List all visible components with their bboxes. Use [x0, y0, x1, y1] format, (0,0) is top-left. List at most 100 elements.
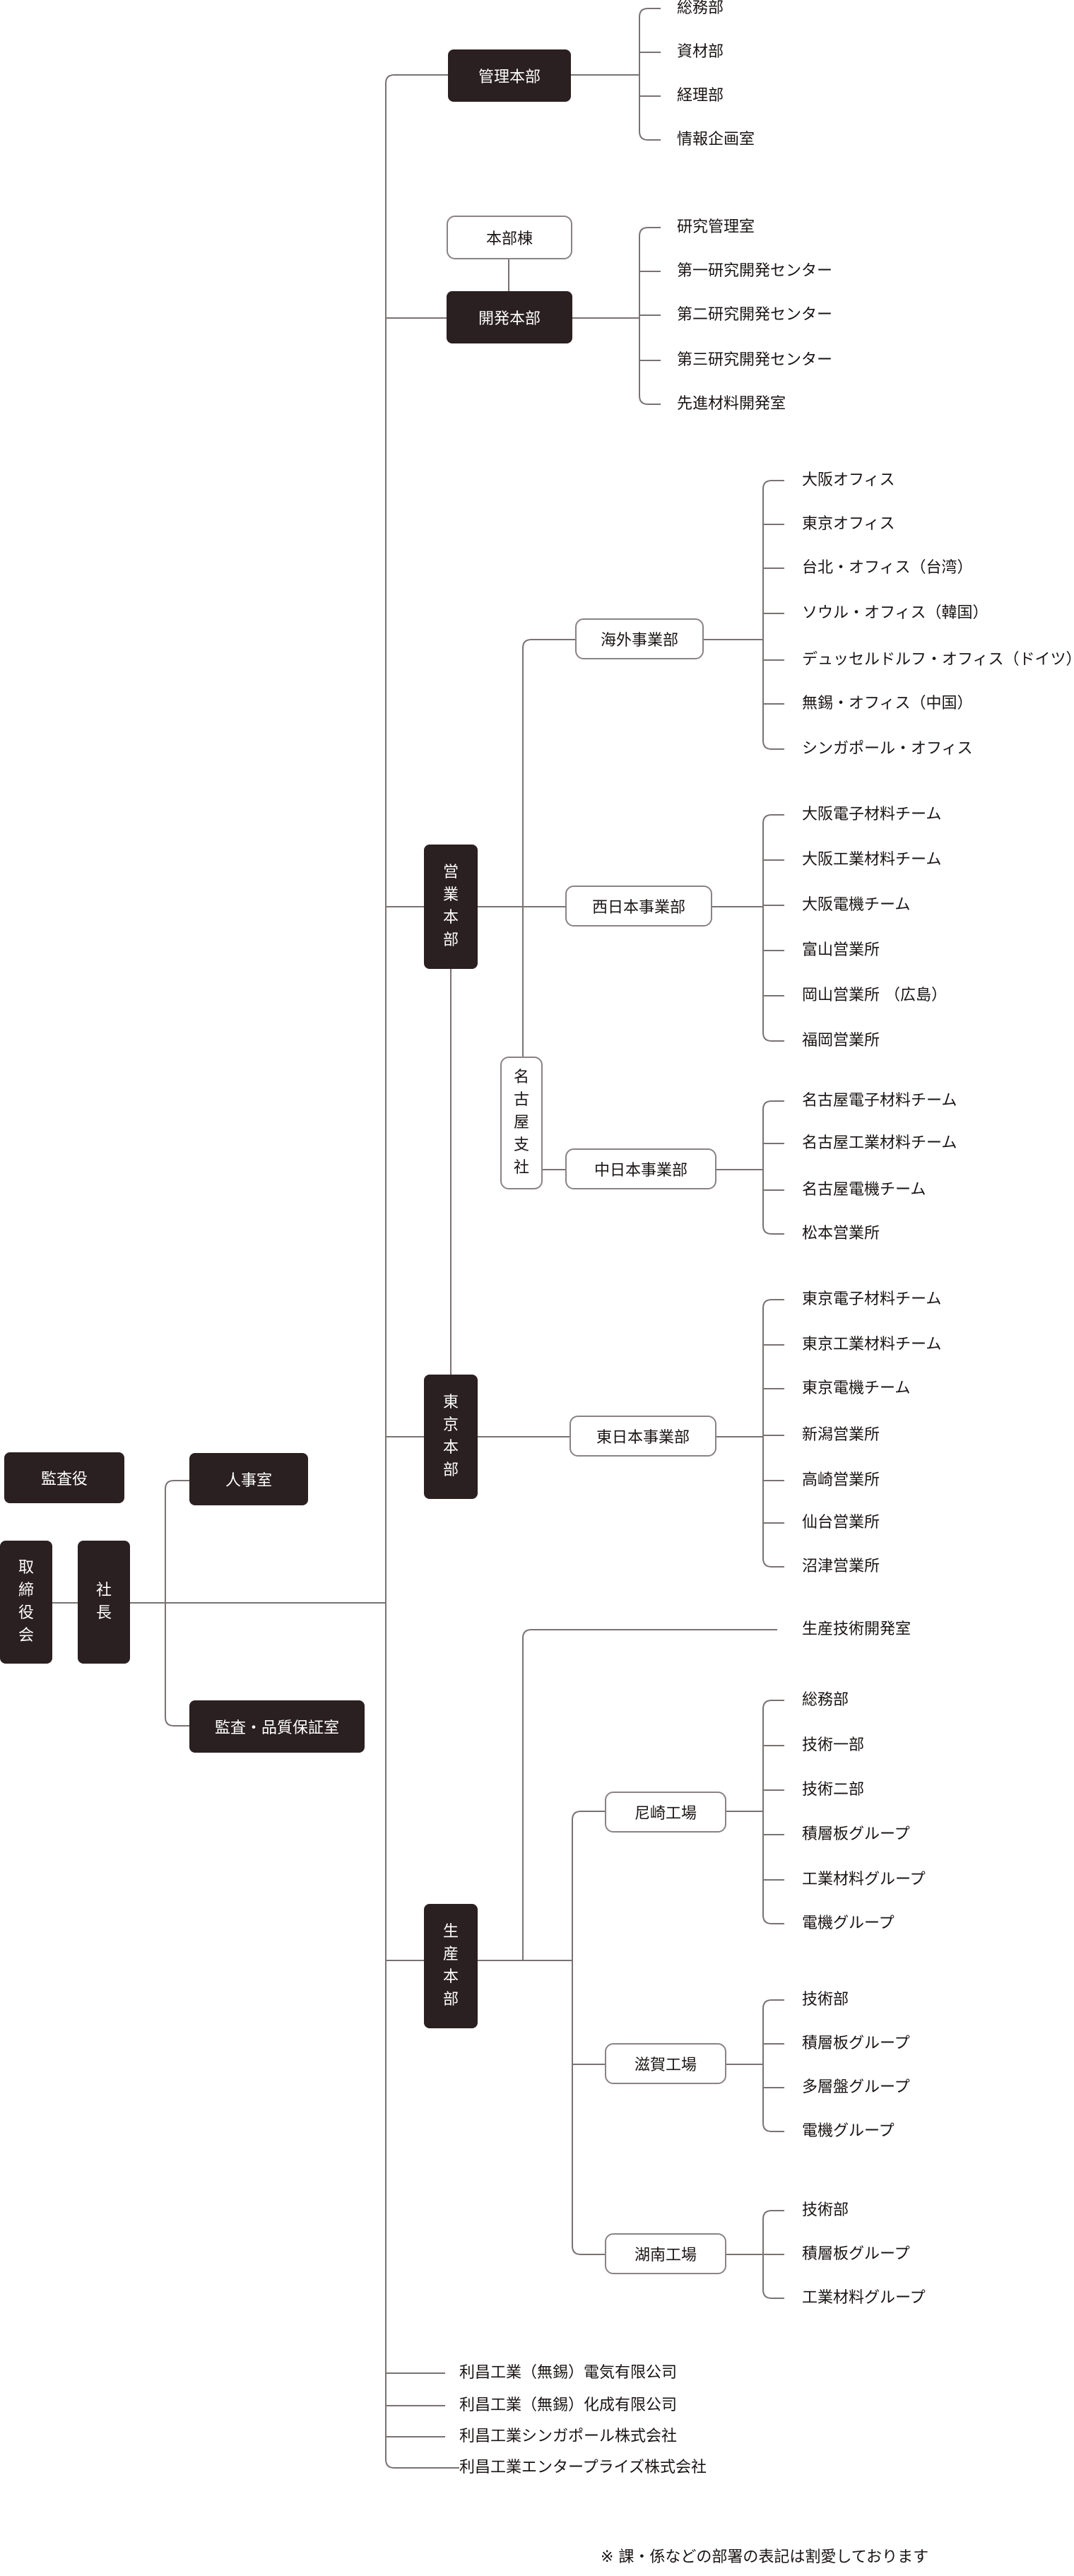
- shiga-unit-label: 積層板グループ: [802, 2035, 910, 2052]
- sales-division-box-char: 部: [442, 931, 459, 949]
- amagasaki-unit-label: 積層板グループ: [802, 1825, 910, 1843]
- nagoya-branch-box-char: 古: [513, 1091, 529, 1110]
- board-of-directors-box-char: 取: [18, 1559, 34, 1577]
- board-of-directors-box-char: 役: [18, 1604, 34, 1622]
- connector-line: [522, 639, 575, 1060]
- west-unit-label: 福岡営業所: [802, 1032, 880, 1049]
- west-japan-dept-box: 西日本事業部: [565, 886, 712, 927]
- nagoya-branch-box-char: 屋: [513, 1114, 529, 1132]
- shiga-factory-box: 滋賀工場: [605, 2043, 726, 2084]
- hr-office-box: 人事室: [189, 1453, 308, 1505]
- sales-division-box: 営業本部: [424, 845, 478, 969]
- board-of-directors-box: 取締役会: [0, 1541, 52, 1664]
- amagasaki-factory-box: 尼崎工場: [605, 1792, 726, 1833]
- shiga-unit-label: 多層盤グループ: [802, 2078, 910, 2096]
- tokyo-division-box-char: 京: [442, 1416, 459, 1435]
- amagasaki-unit-label: 工業材料グループ: [802, 1871, 926, 1888]
- west-unit-label: 大阪電機チーム: [802, 896, 911, 914]
- shiga-unit-label: 電機グループ: [802, 2122, 895, 2140]
- development-unit-label: 第二研究開発センター: [677, 306, 833, 324]
- overseas-unit-label: ソウル・オフィス（韓国）: [802, 604, 989, 622]
- connector-line: [762, 814, 784, 1042]
- production-division-box-char: 部: [442, 1990, 459, 2009]
- production-division-box-char: 本: [442, 1968, 459, 1986]
- east-unit-label: 仙台営業所: [802, 1514, 880, 1531]
- development-unit-label: 第三研究開発センター: [677, 351, 833, 369]
- connector-line: [762, 1700, 784, 1924]
- amagasaki-unit-label: 技術一部: [802, 1736, 865, 1754]
- amagasaki-unit-label: 技術二部: [802, 1781, 865, 1799]
- admin-unit-label: 総務部: [677, 0, 724, 17]
- president-box: 社長: [78, 1541, 130, 1664]
- development-unit-label: 先進材料開発室: [677, 395, 786, 413]
- connector-line: [639, 8, 661, 141]
- nagoya-branch-box-char: 支: [513, 1136, 529, 1154]
- nagoya-branch-box: 名古屋支社: [500, 1057, 543, 1189]
- admin-division-box: 管理本部: [448, 49, 571, 102]
- east-unit-label: 東京工業材料チーム: [802, 1336, 942, 1353]
- nagoya-branch-box-char: 名: [513, 1069, 529, 1087]
- tokyo-division-box-char: 部: [442, 1461, 459, 1479]
- affiliate-company-label: 利昌工業エンタープライズ株式会社: [459, 2459, 707, 2476]
- sales-division-box-char: 本: [442, 909, 459, 927]
- development-division-box: 開発本部: [447, 291, 572, 343]
- konan-factory-box: 湖南工場: [605, 2233, 726, 2274]
- west-unit-label: 大阪工業材料チーム: [802, 851, 942, 869]
- hq-building-box: 本部棟: [447, 216, 572, 259]
- president-box-char: 長: [95, 1604, 112, 1622]
- west-unit-label: 富山営業所: [802, 941, 880, 959]
- connector-line: [762, 1299, 784, 1568]
- konan-unit-label: 工業材料グループ: [802, 2289, 926, 2307]
- central-unit-label: 名古屋電子材料チーム: [802, 1092, 957, 1110]
- overseas-unit-label: デュッセルドルフ・オフィス（ドイツ）: [802, 651, 1074, 669]
- production-division-box-char: 産: [442, 1946, 459, 1964]
- connector-line: [522, 1629, 777, 1960]
- central-unit-label: 名古屋電機チーム: [802, 1181, 926, 1199]
- affiliate-company-label: 利昌工業シンガポール株式会社: [459, 2428, 678, 2445]
- shiga-unit-label: 技術部: [802, 1991, 849, 2009]
- connector-line: [572, 1811, 605, 2255]
- overseas-unit-label: 東京オフィス: [802, 515, 895, 533]
- overseas-unit-label: 台北・オフィス（台湾）: [802, 559, 973, 577]
- west-unit-label: 大阪電子材料チーム: [802, 806, 942, 823]
- sales-division-box-char: 営: [442, 864, 459, 882]
- east-unit-label: 東京電機チーム: [802, 1380, 911, 1397]
- east-unit-label: 高崎営業所: [802, 1471, 880, 1489]
- konan-unit-label: 技術部: [802, 2201, 849, 2219]
- tokyo-division-box-char: 東: [442, 1394, 459, 1412]
- amagasaki-unit-label: 総務部: [802, 1691, 849, 1709]
- audit-board-box: 監査役: [4, 1452, 124, 1503]
- development-unit-label: 第一研究開発センター: [677, 262, 833, 280]
- board-of-directors-box-char: 締: [18, 1582, 34, 1600]
- central-unit-label: 名古屋工業材料チーム: [802, 1134, 957, 1152]
- central-unit-label: 松本営業所: [802, 1225, 880, 1242]
- east-unit-label: 沼津営業所: [802, 1558, 880, 1575]
- east-unit-label: 新潟営業所: [802, 1426, 880, 1444]
- nagoya-branch-box-char: 社: [513, 1158, 529, 1177]
- production-division-box-char: 生: [442, 1923, 459, 1941]
- connector-line: [762, 1999, 784, 2132]
- sales-division-box-char: 業: [442, 886, 459, 905]
- affiliate-company-label: 利昌工業（無錫）電気有限公司: [459, 2364, 678, 2382]
- board-of-directors-box-char: 会: [18, 1626, 34, 1645]
- amagasaki-unit-label: 電機グループ: [802, 1915, 895, 1932]
- tech-dev-office-label: 生産技術開発室: [802, 1621, 911, 1638]
- admin-unit-label: 経理部: [677, 87, 724, 105]
- audit-quality-office-box: 監査・品質保証室: [189, 1700, 365, 1753]
- tokyo-division-box: 東京本部: [424, 1375, 478, 1499]
- connector-line: [385, 74, 459, 2469]
- overseas-unit-label: シンガポール・オフィス: [802, 740, 973, 758]
- overseas-unit-label: 無錫・オフィス（中国）: [802, 695, 973, 712]
- president-box-char: 社: [95, 1582, 112, 1600]
- connector-line: [762, 480, 784, 750]
- east-unit-label: 東京電子材料チーム: [802, 1290, 942, 1308]
- konan-unit-label: 積層板グループ: [802, 2245, 910, 2263]
- admin-unit-label: 資材部: [677, 43, 724, 61]
- east-japan-dept-box: 東日本事業部: [570, 1416, 716, 1457]
- connector-line: [762, 1100, 784, 1235]
- production-division-box: 生産本部: [424, 1904, 478, 2028]
- footnote: ※ 課・係などの部署の表記は割愛しております: [601, 2548, 929, 2566]
- central-japan-dept-box: 中日本事業部: [565, 1148, 716, 1189]
- west-unit-label: 岡山営業所 （広島）: [802, 987, 947, 1004]
